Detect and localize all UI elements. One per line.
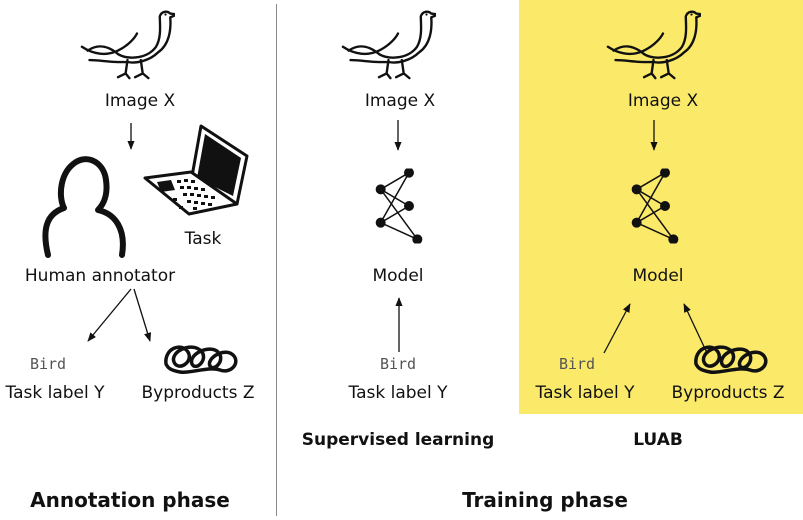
network-icon <box>630 160 680 252</box>
task-label-y: Task label Y <box>5 383 105 403</box>
image-x-label: Image X <box>364 91 436 111</box>
task-label-y: Task label Y <box>348 383 448 403</box>
scribble-icon <box>690 338 770 378</box>
byproducts-z-label: Byproducts Z <box>141 383 255 403</box>
supervised-learning-title: Supervised learning <box>301 430 495 450</box>
human-annotator-label: Human annotator <box>24 266 176 286</box>
byproducts-z-label: Byproducts Z <box>671 383 785 403</box>
annotation-phase-title: Annotation phase <box>30 488 230 512</box>
person-icon <box>42 156 126 258</box>
bird-text: Bird <box>558 355 596 373</box>
luab-title: LUAB <box>633 430 683 450</box>
bird-text: Bird <box>29 355 67 373</box>
training-phase-title: Training phase <box>462 488 628 512</box>
phase-divider <box>276 4 277 516</box>
model-label: Model <box>372 266 424 286</box>
image-x-label: Image X <box>104 91 176 111</box>
bird-text: Bird <box>379 355 417 373</box>
task-label: Task <box>184 229 222 249</box>
model-label: Model <box>632 266 684 286</box>
task-label-y: Task label Y <box>535 383 635 403</box>
laptop-icon <box>143 124 249 216</box>
image-x-label: Image X <box>627 91 699 111</box>
